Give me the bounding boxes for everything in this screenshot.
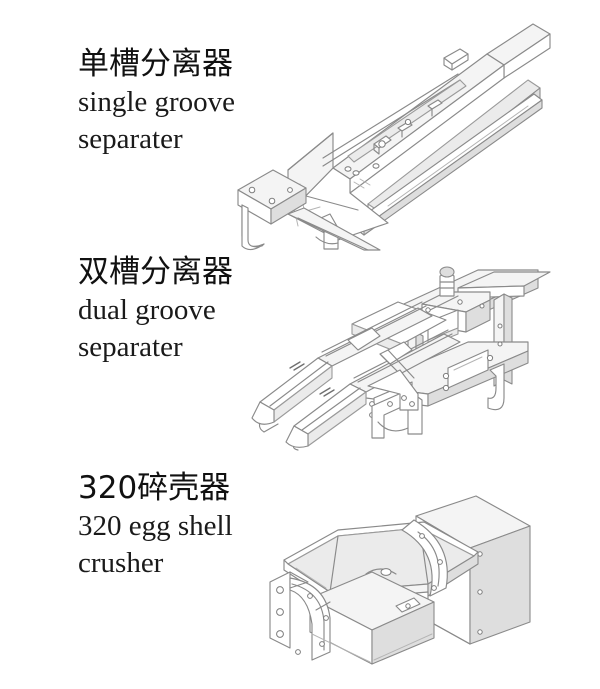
product-drawing-single-groove-separater [228,18,588,251]
product-label-en-line2: separater [78,123,183,155]
product-label-cn: 单槽分离器 [78,46,233,82]
product-label-en-line1: single groove [78,86,236,118]
product-label-dual-groove-separater: 双槽分离器 dual groove separater [78,252,233,366]
product-label-cn: 双槽分离器 [78,254,233,290]
product-drawing-egg-shell-crusher [268,492,598,672]
product-drawing-dual-groove-separater [232,258,588,451]
product-label-en-line2: crusher [78,547,164,579]
product-label-egg-shell-crusher: 320碎壳器 320 egg shell crusher [78,468,233,582]
product-label-en-line1: 320 egg shell [78,510,233,542]
product-label-single-groove-separater: 单槽分离器 single groove separater [78,44,235,158]
product-label-en-line2: separater [78,331,183,363]
product-label-cn: 320碎壳器 [78,470,231,506]
product-label-en-line1: dual groove [78,294,216,326]
